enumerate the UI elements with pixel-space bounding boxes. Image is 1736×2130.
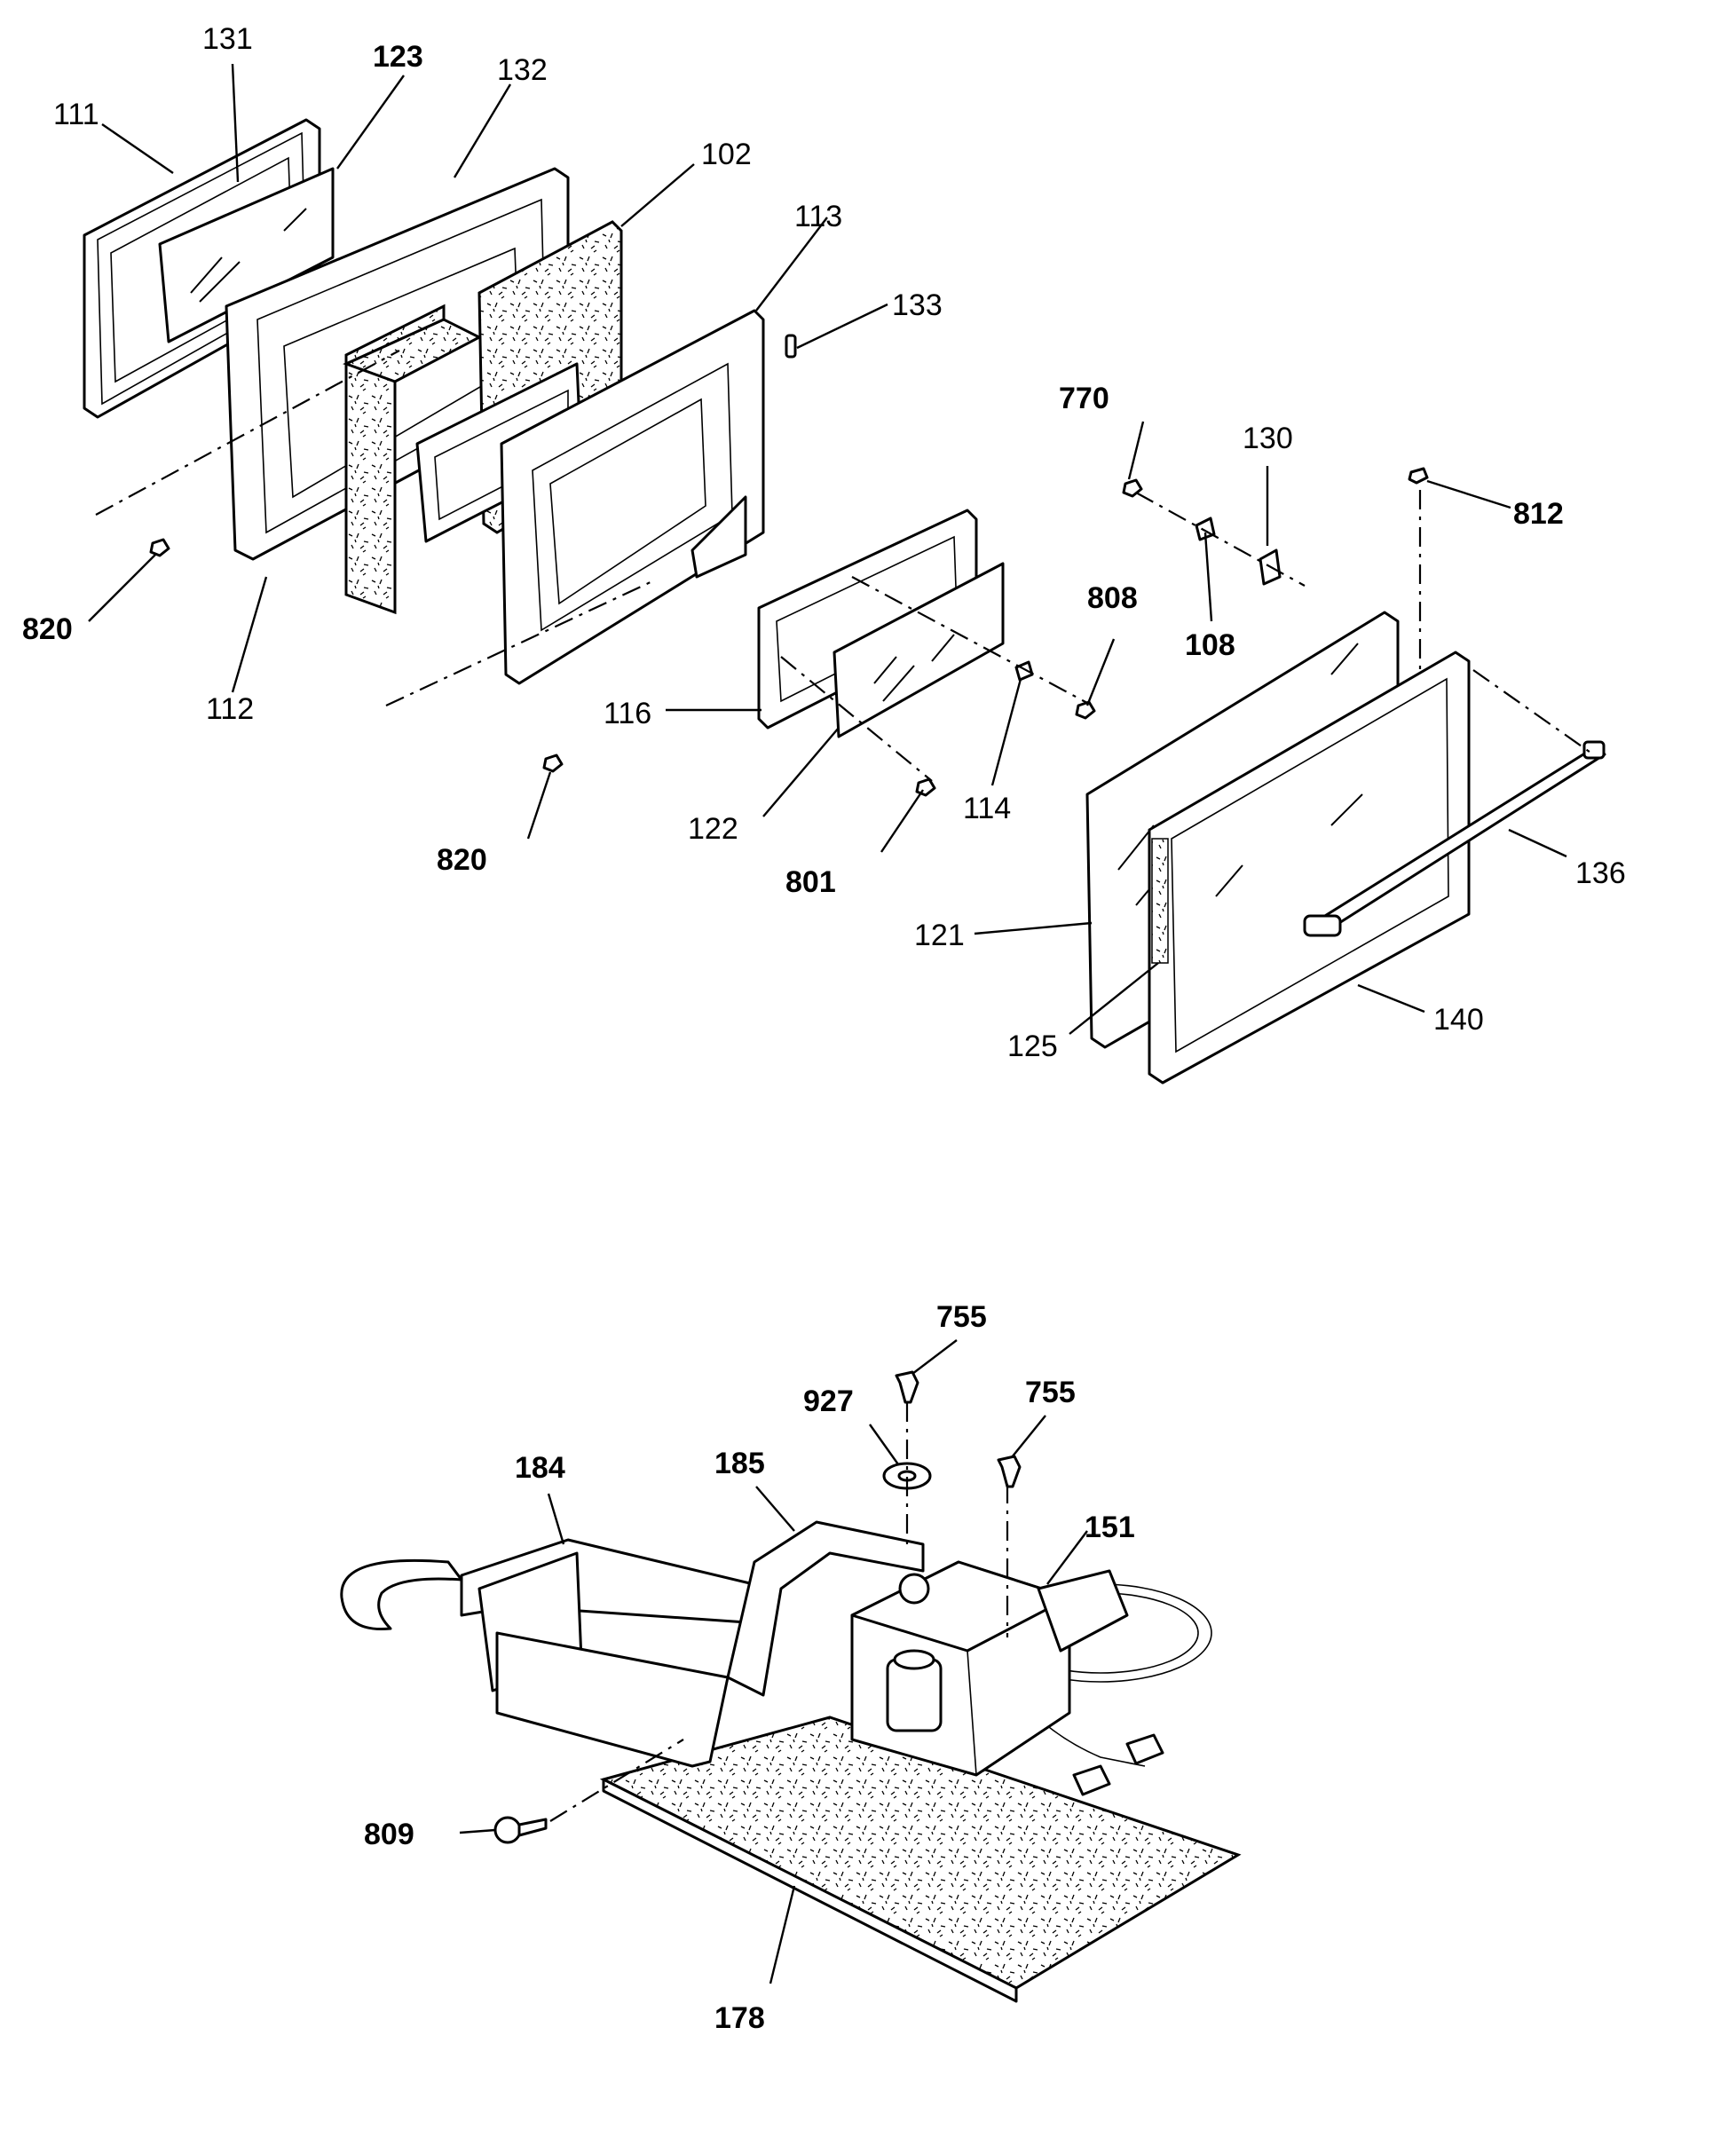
- part-809-screw: [493, 1816, 548, 1844]
- callout-125: 125: [1007, 1030, 1058, 1063]
- part-801-screw: [915, 777, 936, 797]
- leader-lines: [88, 63, 1567, 1984]
- door-lock-assembly: [340, 1370, 1242, 2003]
- callout-801: 801: [785, 865, 836, 899]
- part-185-link-arm: [495, 1520, 925, 1768]
- part-136-handle: [1303, 740, 1606, 937]
- callout-102: 102: [701, 138, 752, 171]
- callout-108: 108: [1185, 628, 1235, 662]
- callout-820-bottom: 820: [437, 843, 487, 877]
- part-113-door-liner: [500, 309, 765, 685]
- callout-812: 812: [1513, 497, 1564, 531]
- part-812-screw: [1408, 467, 1429, 485]
- part-125-vent: [1151, 838, 1169, 964]
- callout-178: 178: [714, 2001, 765, 2035]
- lock-wiring: [989, 1583, 1212, 1796]
- part-123-inner-glass: [158, 167, 335, 343]
- callout-130: 130: [1243, 422, 1293, 455]
- callout-122: 122: [688, 812, 738, 846]
- part-755-screw-left: [895, 1370, 919, 1404]
- callout-809: 809: [364, 1818, 414, 1851]
- part-122-window-glass: [832, 562, 1005, 738]
- callout-184: 184: [515, 1451, 565, 1485]
- part-151-lock-motor: [850, 1560, 1129, 1777]
- callout-755-left: 755: [936, 1300, 987, 1334]
- part-808-screw: [1075, 700, 1096, 720]
- part-820-screw-top: [149, 538, 170, 557]
- callout-131: 131: [202, 22, 253, 56]
- callout-123: 123: [373, 40, 423, 74]
- callout-114: 114: [963, 792, 1011, 825]
- callout-185: 185: [714, 1447, 765, 1480]
- callout-755-right: 755: [1025, 1376, 1076, 1409]
- callout-121: 121: [914, 919, 965, 952]
- callout-140: 140: [1433, 1003, 1484, 1037]
- callout-113: 113: [794, 200, 842, 233]
- part-820-screw-bottom: [542, 753, 564, 773]
- callout-132: 132: [497, 53, 548, 87]
- part-755-screw-right: [997, 1455, 1022, 1488]
- callout-808: 808: [1087, 581, 1138, 615]
- callout-820-top: 820: [22, 612, 73, 646]
- part-114-clip: [1014, 660, 1034, 682]
- callout-116: 116: [604, 697, 651, 730]
- part-178-insulation-pad: [599, 1716, 1242, 2003]
- oven-door-assembly: [83, 118, 1606, 1085]
- callout-770: 770: [1059, 382, 1109, 415]
- callout-133: 133: [892, 288, 943, 322]
- callout-151: 151: [1085, 1511, 1135, 1544]
- callout-927: 927: [803, 1384, 854, 1418]
- callout-136: 136: [1575, 856, 1626, 890]
- callout-112: 112: [206, 692, 254, 726]
- callout-labels: 111 131 123 132 102 113 133 820 112 116 …: [22, 22, 1626, 2035]
- assembly-axes: [95, 350, 1594, 1822]
- part-133-pin: [785, 334, 797, 359]
- callout-111: 111: [53, 98, 99, 131]
- part-140-outer-frame: [1148, 651, 1471, 1085]
